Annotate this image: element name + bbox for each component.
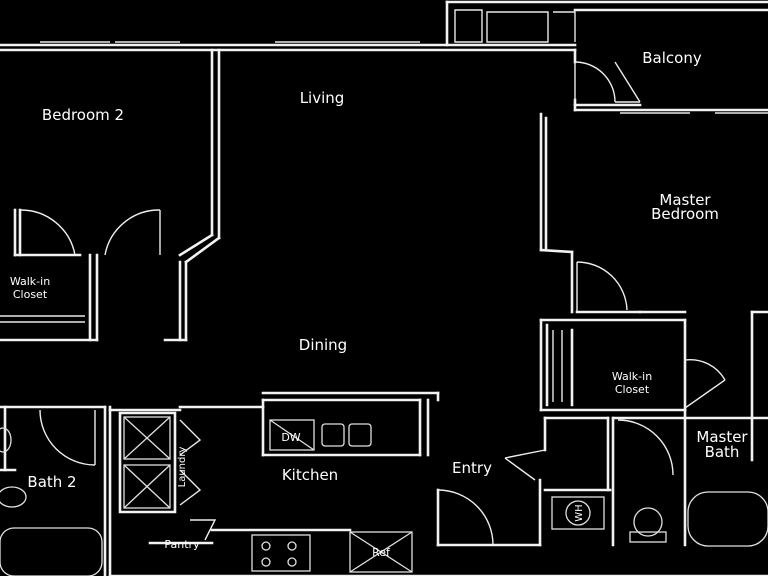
label-bath-2: Bath 2 (27, 473, 76, 491)
label-laundry: Laundry (177, 447, 188, 488)
label-walkin-closet-right-2: Closet (615, 383, 650, 396)
label-pantry: Pantry (164, 538, 200, 551)
label-master-bedroom-1: Master (659, 191, 711, 209)
label-dishwasher: DW (281, 431, 300, 444)
label-walkin-closet-left-2: Closet (13, 288, 48, 301)
fixtures (0, 416, 768, 576)
label-master-bath-2: Bath (705, 443, 740, 461)
label-water-heater: WH (574, 504, 585, 521)
label-kitchen: Kitchen (282, 466, 338, 484)
doors (19, 61, 726, 546)
label-walkin-closet-right-1: Walk-in (612, 370, 652, 383)
label-master-bedroom-2: Bedroom (651, 205, 719, 223)
label-living: Living (300, 89, 345, 107)
label-bedroom-2: Bedroom 2 (42, 106, 124, 124)
label-entry: Entry (452, 459, 492, 477)
label-balcony: Balcony (642, 49, 702, 67)
label-walkin-closet-left-1: Walk-in (10, 275, 50, 288)
room-labels: Balcony Bedroom 2 Living Master Bedroom … (10, 49, 749, 559)
label-master-bath-1: Master (696, 428, 748, 446)
label-dining: Dining (299, 336, 347, 354)
label-refrigerator: Ref (372, 546, 391, 559)
